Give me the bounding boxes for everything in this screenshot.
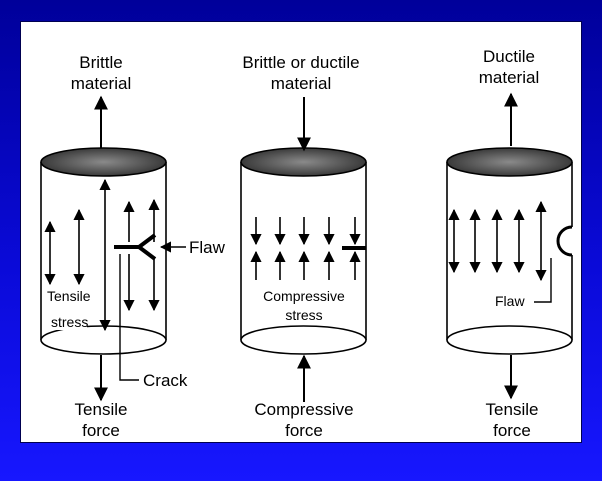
panel1-bottom-label-line1: Tensile [75, 400, 128, 419]
cylinder-brittle: Brittle material [40, 53, 226, 440]
panel2-bottom-label-line1: Compressive [254, 400, 353, 419]
panel3-top-label-line1: Ductile [483, 47, 535, 66]
panel2-top-label-line2: material [271, 74, 331, 93]
diagram-panel: Brittle material [20, 21, 582, 443]
panel1-bottom-label-line2: force [82, 421, 120, 440]
panel1-top-label-line1: Brittle [79, 53, 122, 72]
cylinder-ductile: Ductile material [446, 47, 573, 440]
panel1-top-label-line2: material [71, 74, 131, 93]
panel3-bottom-label-line2: force [493, 421, 531, 440]
notch-flaw-shape [556, 225, 573, 257]
panel2-top-label-line1: Brittle or ductile [242, 53, 359, 72]
stress-diagram: Brittle material [40, 47, 573, 440]
tensile-stress-arrows [448, 200, 547, 282]
panel1-inner-label-line1: Tensile [47, 288, 91, 304]
panel1-crack-label: Crack [143, 371, 188, 390]
panel3-bottom-label-line1: Tensile [486, 400, 539, 419]
compressive-stress-arrows [250, 217, 361, 280]
cylinder-brittle-or-ductile: Brittle or ductile material [240, 53, 367, 440]
panel1-inner-label-line2: stress [51, 314, 88, 330]
panel3-top-label-line2: material [479, 68, 539, 87]
panel1-flaw-label: Flaw [189, 238, 226, 257]
panel2-inner-label-line1: Compressive [263, 288, 345, 304]
cylinder-top-face [40, 147, 167, 177]
cylinder-top-face [240, 147, 367, 177]
panel2-bottom-label-line2: force [285, 421, 323, 440]
crack-leader-line [119, 254, 139, 381]
panel2-inner-label-line2: stress [285, 307, 322, 323]
panel3-flaw-label: Flaw [495, 293, 525, 309]
flaw-leader-line [534, 258, 552, 303]
crack-shape [114, 233, 157, 261]
cylinder-top-face [446, 147, 573, 177]
